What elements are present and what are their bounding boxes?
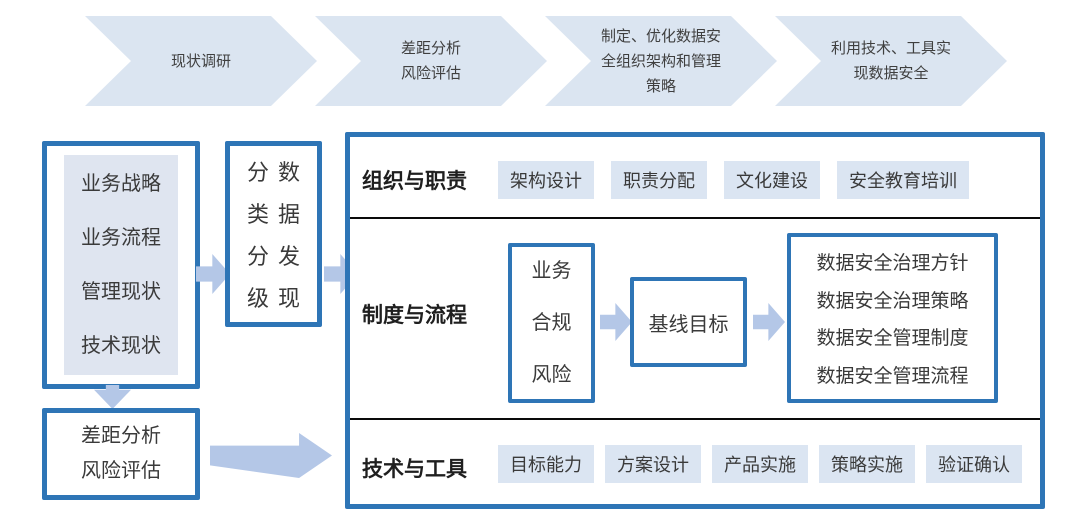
process-step-2-chevron: 差距分析 风险评估 (315, 16, 547, 106)
gap-analysis-box: 差距分析 风险评估 (42, 408, 200, 500)
row-divider (350, 418, 1040, 420)
gap-analysis-line: 风险评估 (81, 460, 161, 482)
policy-output-item: 数据安全管理流程 (816, 366, 969, 388)
policy-output-item: 数据安全治理策略 (816, 290, 969, 312)
chip-culture-building: 文化建设 (724, 161, 820, 199)
current-state-item: 业务战略 (81, 173, 161, 195)
current-state-box: 业务战略 业务流程 管理现状 技术现状 (42, 141, 200, 389)
compliance-item: 风险 (531, 364, 572, 386)
organization-chip-row: 架构设计 职责分配 文化建设 安全教育培训 (498, 161, 969, 199)
classify-cell: 分 (246, 160, 269, 185)
classify-cell: 发 (277, 244, 300, 269)
chip-product-implementation: 产品实施 (712, 445, 808, 483)
compliance-item: 业务 (531, 260, 572, 282)
process-step-3-label: 制定、优化数据安 (600, 27, 721, 45)
current-state-panel: 业务战略 业务流程 管理现状 技术现状 (64, 155, 178, 375)
process-step-2-label: 差距分析 (400, 40, 461, 57)
gap-analysis-line: 差距分析 (81, 425, 161, 447)
classify-cell: 据 (277, 202, 300, 227)
chip-target-capability: 目标能力 (498, 445, 594, 483)
row-label-technology-tools: 技术与工具 (362, 458, 467, 481)
process-step-3-label: 策略 (645, 77, 676, 95)
chip-architecture-design: 架构设计 (498, 161, 594, 199)
technology-chip-row: 目标能力 方案设计 产品实施 策略实施 验证确认 (498, 445, 1022, 483)
policy-output-item: 数据安全管理制度 (816, 328, 969, 350)
gap-analysis-lines: 差距分析 风险评估 (47, 413, 195, 495)
chip-security-education: 安全教育培训 (837, 161, 969, 199)
classify-cell: 级 (246, 286, 269, 311)
row-divider (350, 217, 1040, 219)
policy-output-item: 数据安全治理方针 (816, 252, 969, 274)
process-step-4-label: 现数据安全 (853, 65, 929, 82)
chip-responsibility-allocation: 职责分配 (611, 161, 707, 199)
classify-cell: 分 (246, 244, 269, 269)
row-label-policy-process: 制度与流程 (362, 304, 467, 327)
row-label-organization: 组织与职责 (362, 170, 467, 193)
process-step-2-label: 风险评估 (400, 65, 461, 82)
arrow-right-icon (600, 303, 632, 341)
chip-verification-confirmation: 验证确认 (926, 445, 1022, 483)
chip-policy-implementation: 策略实施 (819, 445, 915, 483)
policy-outputs-box: 数据安全治理方针 数据安全治理策略 数据安全管理制度 数据安全管理流程 (787, 233, 998, 403)
process-step-4-chevron: 利用技术、工具实 现数据安全 (775, 16, 1007, 106)
arrow-right-long-icon (210, 433, 332, 478)
classify-cell: 现 (277, 286, 300, 311)
classify-cell: 数 (277, 160, 300, 185)
process-step-1-chevron: 现状调研 (85, 16, 317, 106)
classify-discover-box: 分 数 类 据 分 发 级 现 (225, 141, 322, 327)
classify-discover-grid: 分 数 类 据 分 发 级 现 (238, 150, 309, 318)
compliance-item: 合规 (531, 312, 572, 334)
current-state-item: 管理现状 (81, 281, 161, 303)
process-step-1-label: 现状调研 (170, 52, 231, 70)
process-step-3-label: 全组织架构和管理 (600, 52, 721, 70)
governance-matrix-box: 组织与职责 架构设计 职责分配 文化建设 安全教育培训 制度与流程 业务 合规 … (345, 132, 1045, 509)
chip-solution-design: 方案设计 (605, 445, 701, 483)
current-state-item: 业务流程 (81, 227, 161, 249)
arrow-right-icon (753, 303, 785, 341)
process-step-4-label: 利用技术、工具实 (830, 40, 951, 57)
current-state-item: 技术现状 (81, 335, 161, 357)
baseline-target-box: 基线目标 (630, 277, 747, 367)
business-compliance-risk-box: 业务 合规 风险 (508, 243, 595, 403)
process-step-3-chevron: 制定、优化数据安 全组织架构和管理 策略 (545, 16, 777, 106)
classify-cell: 类 (246, 202, 269, 227)
